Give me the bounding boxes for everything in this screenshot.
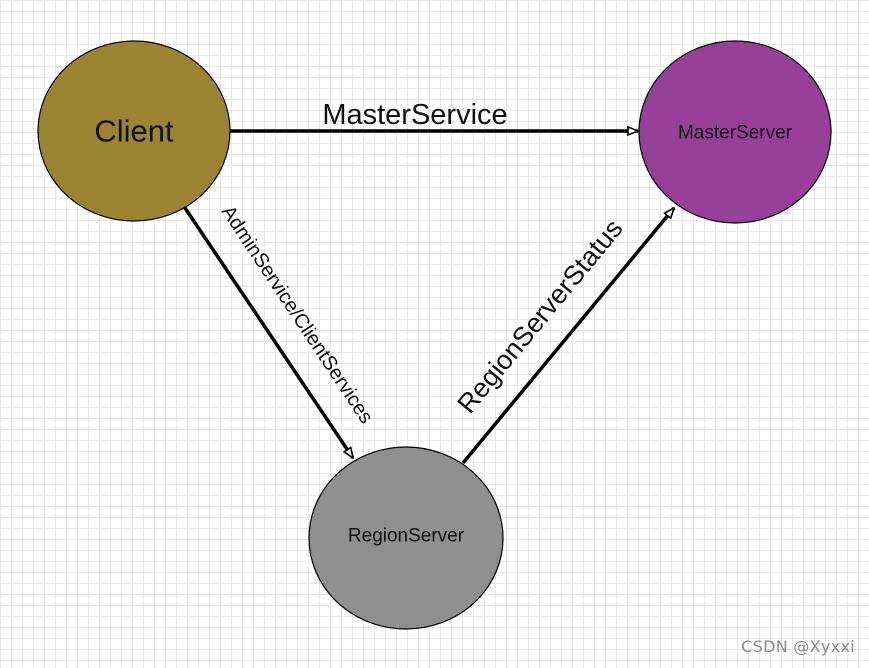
- client-label: Client: [94, 114, 174, 149]
- master-service-label: MasterService: [322, 99, 507, 131]
- node-client: Client: [37, 40, 231, 222]
- master-server-ellipse: [638, 40, 832, 224]
- node-master-server: MasterServer: [638, 40, 832, 224]
- master-server-label: MasterServer: [678, 123, 793, 144]
- admin-client-services-label: AdminService/ClientServices: [217, 202, 377, 428]
- node-region-server: RegionServer: [308, 446, 504, 630]
- edge-region-to-master: [461, 208, 674, 465]
- watermark-text: CSDN @Xyxxi: [741, 637, 855, 656]
- region-server-status-label: RegionServerStatus: [451, 214, 628, 419]
- region-server-ellipse: [308, 446, 504, 630]
- region-server-label: RegionServer: [348, 526, 465, 547]
- client-ellipse: [37, 40, 231, 222]
- edge-client-to-region: [181, 204, 355, 458]
